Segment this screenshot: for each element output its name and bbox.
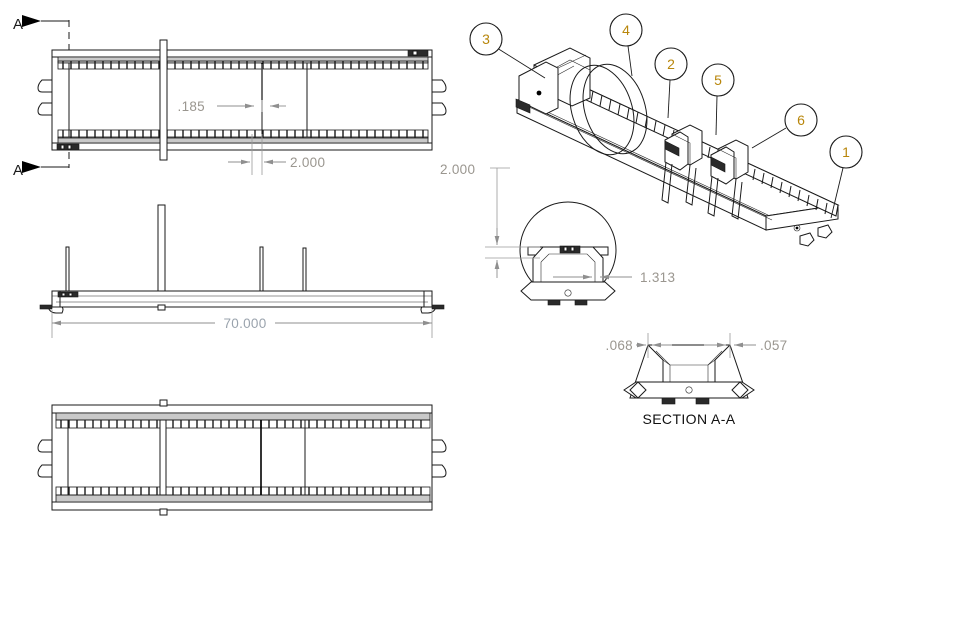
view-isometric: 3 4 2 5 6 1 xyxy=(469,13,863,247)
detail-profile xyxy=(520,245,616,306)
side-tab-right-upper xyxy=(431,79,447,93)
bottom-side-tab-right-lower xyxy=(431,464,447,478)
section-arrow-top xyxy=(22,15,69,27)
dimension-057: .057 xyxy=(704,333,787,358)
side-tab-right-lower xyxy=(431,102,447,116)
dimension-1313: 1.313 xyxy=(553,270,675,285)
view-section-aa: .068 .057 SECTION A-A xyxy=(606,333,787,427)
top-rail-inner xyxy=(57,56,429,64)
side-view-posts xyxy=(65,204,307,296)
bottom-perforation-bottom xyxy=(55,486,431,496)
balloon-5[interactable]: 5 xyxy=(701,63,735,136)
side-hardware-detail xyxy=(57,291,79,298)
section-arrow-bottom xyxy=(22,161,69,173)
balloon-6[interactable]: 6 xyxy=(751,103,818,149)
dimension-185-text: .185 xyxy=(178,99,205,114)
bottom-rail-outer xyxy=(51,142,433,151)
dimension-068: .068 xyxy=(606,333,672,358)
balloon-6-label: 6 xyxy=(797,112,805,128)
view-top: A A xyxy=(13,15,447,179)
balloon-2-label: 2 xyxy=(667,56,675,72)
side-tab-left-upper xyxy=(37,79,53,93)
bottom-view-rail-top xyxy=(51,404,433,414)
iso-hose-circle-part4 xyxy=(569,63,648,156)
dimension-70000-text: 70.000 xyxy=(223,316,266,331)
iso-bracket-part3 xyxy=(518,47,591,115)
balloon-3-label: 3 xyxy=(482,31,490,47)
bottom-view-nub-top xyxy=(159,399,168,407)
section-aa-title: SECTION A-A xyxy=(642,411,735,427)
iso-end-feet xyxy=(793,224,833,247)
balloon-1-label: 1 xyxy=(842,144,850,160)
section-label-top: A xyxy=(13,16,23,33)
bottom-view-dividers xyxy=(67,419,306,496)
side-view-foot-right xyxy=(420,304,445,314)
top-rail-outer xyxy=(51,49,433,58)
view-detail-circle: 2.000 1.313 xyxy=(440,162,675,306)
balloon-5-label: 5 xyxy=(714,72,722,88)
iso-rail-attachments xyxy=(515,98,726,173)
dimension-068-text: .068 xyxy=(606,338,633,353)
dimension-2000-top: 2.000 xyxy=(228,134,325,175)
balloon-4[interactable]: 4 xyxy=(609,13,643,77)
side-tab-left-lower xyxy=(37,102,53,116)
hardware-detail-bottom-left xyxy=(56,143,80,151)
view-side: 70.000 xyxy=(39,204,445,338)
dimension-1313-text: 1.313 xyxy=(640,270,675,285)
bottom-side-tab-left-lower xyxy=(37,464,53,478)
top-view-outline xyxy=(51,49,433,151)
bottom-view-nub-bottom xyxy=(159,508,168,516)
dimension-057-text: .057 xyxy=(760,338,787,353)
dimension-2000-top-text: 2.000 xyxy=(290,155,325,170)
side-view-center-nub xyxy=(157,304,166,311)
dimension-70000: 70.000 xyxy=(51,310,433,338)
bottom-perforation-top xyxy=(55,419,431,429)
dimension-185: .185 xyxy=(178,64,286,114)
bottom-view-rail-bottom xyxy=(51,501,433,511)
bottom-rail-inner xyxy=(57,136,429,144)
section-aa-profile xyxy=(623,344,755,405)
side-view-beam xyxy=(51,290,433,308)
perforation-strip-top xyxy=(57,60,429,70)
perforation-strip-bottom xyxy=(57,129,429,139)
section-label-bottom: A xyxy=(13,162,23,179)
balloon-1[interactable]: 1 xyxy=(829,135,863,219)
dimension-2000-detail-text: 2.000 xyxy=(440,162,475,177)
balloon-2[interactable]: 2 xyxy=(654,47,688,119)
balloon-3[interactable]: 3 xyxy=(469,22,546,79)
bottom-side-tab-left-upper xyxy=(37,439,53,453)
dimension-2000-detail: 2.000 xyxy=(440,162,540,278)
iso-perforated-rail xyxy=(583,87,839,217)
view-bottom xyxy=(37,399,447,516)
balloon-4-label: 4 xyxy=(622,22,630,38)
bottom-side-tab-right-upper xyxy=(431,439,447,453)
bottom-view-band-bottom xyxy=(55,494,431,503)
bottom-view-band-top xyxy=(55,412,431,421)
hardware-detail-top-right xyxy=(407,49,429,57)
